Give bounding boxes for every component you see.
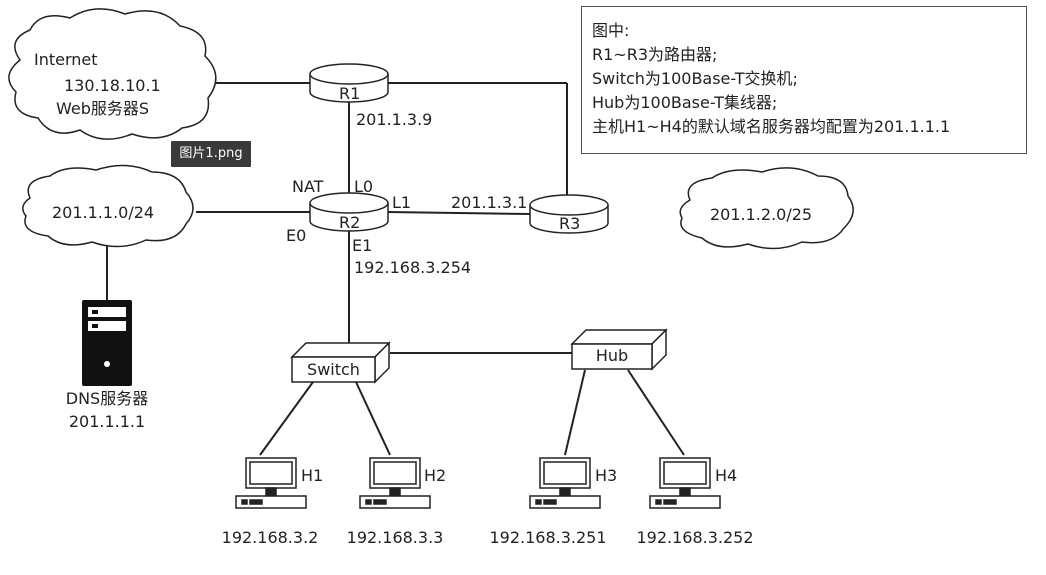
link-switch-h2 (355, 381, 391, 456)
port-e0-label: E0 (286, 226, 307, 245)
nat-label: NAT (292, 177, 324, 196)
hub-device (570, 328, 668, 371)
hub-label: Hub (595, 346, 629, 365)
port-l0-label: L0 (354, 177, 374, 196)
router-r3-label: R3 (559, 214, 581, 233)
legend-line-1: R1~R3为路由器; (592, 45, 718, 64)
router-r2-label: R2 (339, 213, 361, 232)
legend-title: 图中: (592, 21, 630, 40)
link-hub-h3 (564, 369, 586, 456)
dns-server-ip: 201.1.1.1 (68, 412, 146, 431)
host-h1-ip: 192.168.3.2 (221, 528, 319, 547)
host-h4-ip: 192.168.3.252 (636, 528, 754, 547)
legend-line-2: Switch为100Base-T交换机; (592, 69, 798, 88)
port-e1-label: E1 (352, 236, 373, 255)
r3-port-ip: 201.1.3.1 (451, 193, 528, 212)
router-r3 (529, 194, 609, 234)
host-h4-label: H4 (715, 466, 738, 485)
dns-server-icon (82, 300, 132, 386)
net1-label: 201.1.1.0/24 (52, 203, 155, 222)
net1-cloud (22, 164, 194, 248)
legend-line-4: 主机H1~H4的默认域名服务器均配置为201.1.1.1 (592, 117, 951, 136)
router-r1 (309, 63, 389, 103)
r1-port-ip: 201.1.3.9 (356, 110, 433, 129)
port-l1-label: L1 (392, 193, 412, 212)
link-switch-h1 (259, 381, 314, 456)
legend-box: 图中: R1~R3为路由器; Switch为100Base-T交换机; Hub为… (581, 6, 1027, 154)
switch-device (290, 341, 391, 384)
port-e1-ip: 192.168.3.254 (354, 258, 472, 277)
host-h3-ip: 192.168.3.251 (489, 528, 607, 547)
host-h3-icon (529, 457, 601, 509)
router-r2 (309, 192, 389, 232)
host-h1-label: H1 (301, 466, 324, 485)
web-server-name: Web服务器S (56, 99, 150, 118)
link-hub-h4 (627, 369, 685, 456)
internet-cloud (8, 8, 217, 140)
link-r2-r3 (387, 211, 531, 215)
image-filename-tag: 图片1.png (171, 141, 251, 167)
switch-label: Switch (307, 360, 360, 379)
net2-cloud (679, 167, 854, 250)
host-h1-icon (235, 457, 307, 509)
host-h3-label: H3 (595, 466, 618, 485)
dns-server-name: DNS服务器 (65, 389, 149, 408)
web-server-ip: 130.18.10.1 (64, 76, 161, 95)
net2-label: 201.1.2.0/25 (710, 205, 813, 224)
host-h2-icon (359, 457, 431, 509)
router-r1-label: R1 (339, 84, 361, 103)
host-h2-label: H2 (424, 466, 447, 485)
host-h2-ip: 192.168.3.3 (346, 528, 444, 547)
host-h4-icon (649, 457, 721, 509)
internet-label: Internet (34, 50, 98, 69)
legend-line-3: Hub为100Base-T集线器; (592, 93, 778, 112)
